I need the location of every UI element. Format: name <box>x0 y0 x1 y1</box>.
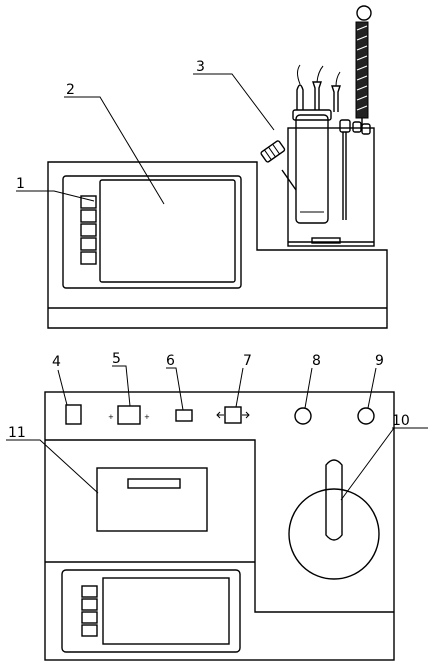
stirrer-rod <box>325 459 343 541</box>
vessel-foot <box>311 237 341 244</box>
callout-4: 4 <box>52 354 61 370</box>
top-base-outline <box>47 161 388 329</box>
callout-11: 11 <box>8 425 26 441</box>
printer-slot <box>127 478 181 489</box>
fitting-c <box>361 123 371 135</box>
top-key <box>80 251 97 265</box>
fitting-b <box>352 121 362 133</box>
top-keypad <box>80 195 97 265</box>
drying-tube-connector <box>281 169 297 191</box>
drying-tube-band <box>264 149 272 161</box>
drying-tube-band <box>272 143 280 155</box>
printer-box <box>96 467 208 532</box>
top-display-frame <box>62 175 242 289</box>
callout-2: 2 <box>66 82 75 98</box>
leader-8 <box>304 367 313 409</box>
drying-tube-band <box>268 146 276 158</box>
top-view <box>47 5 388 329</box>
burette-top-knob <box>356 5 372 21</box>
knob-8 <box>294 407 312 425</box>
callout-leaders <box>6 73 428 501</box>
electrode-1 <box>296 84 304 110</box>
callout-8: 8 <box>312 353 321 369</box>
stirrer-plate <box>288 488 380 580</box>
leader-2 <box>64 96 165 205</box>
connector-arrow-right <box>242 411 250 419</box>
leader-9 <box>367 367 377 409</box>
top-titration-assembly <box>260 5 375 247</box>
leader-3 <box>193 73 275 131</box>
callout-7: 7 <box>243 353 252 369</box>
electrode-3 <box>331 85 341 112</box>
front-keypad <box>81 585 98 637</box>
leader-10 <box>340 427 428 501</box>
switch-mark-left: + <box>108 413 114 421</box>
front-key <box>81 624 98 637</box>
titration-cell-cap <box>292 109 332 121</box>
vessel-stand <box>287 127 375 247</box>
top-key <box>80 209 97 223</box>
callout-6: 6 <box>166 353 175 369</box>
top-display-screen <box>99 179 236 283</box>
front-display-frame <box>61 569 241 653</box>
electrode-1-wire <box>297 64 301 85</box>
electrode-2-wire <box>316 65 324 83</box>
callout-1: 1 <box>16 176 25 192</box>
connector-arrow-left <box>216 411 224 419</box>
electrode-2 <box>312 81 322 110</box>
top-key <box>80 237 97 251</box>
front-section-line <box>45 439 394 613</box>
front-view: + + <box>44 391 395 661</box>
rocker-switch <box>117 405 141 425</box>
leader-4 <box>57 369 68 406</box>
callout-3: 3 <box>196 59 205 75</box>
top-key <box>80 223 97 237</box>
drying-tube <box>260 140 286 163</box>
leader-11 <box>6 439 99 494</box>
power-switch <box>65 404 82 425</box>
front-key <box>81 598 98 611</box>
knob-9 <box>357 407 375 425</box>
top-key <box>80 195 97 209</box>
leader-7 <box>235 367 244 408</box>
drying-tube-body <box>260 140 286 163</box>
leader-6 <box>166 367 184 411</box>
electrode-3-wire <box>335 71 341 87</box>
leader-5 <box>112 365 131 407</box>
front-housing <box>44 391 395 661</box>
titration-cell <box>295 114 329 224</box>
burette-hatch <box>356 25 368 111</box>
indicator-socket <box>175 409 193 422</box>
callout-labels: 1 2 3 4 5 6 7 8 9 10 11 <box>8 59 410 441</box>
front-key <box>81 611 98 624</box>
callout-5: 5 <box>112 351 121 367</box>
connector-port <box>224 406 242 424</box>
callout-9: 9 <box>375 353 384 369</box>
front-key <box>81 585 98 598</box>
front-display-screen <box>102 577 230 645</box>
leader-1 <box>16 190 95 202</box>
switch-mark-right: + <box>144 413 150 421</box>
fitting-a <box>339 119 351 133</box>
callout-10: 10 <box>392 413 410 429</box>
